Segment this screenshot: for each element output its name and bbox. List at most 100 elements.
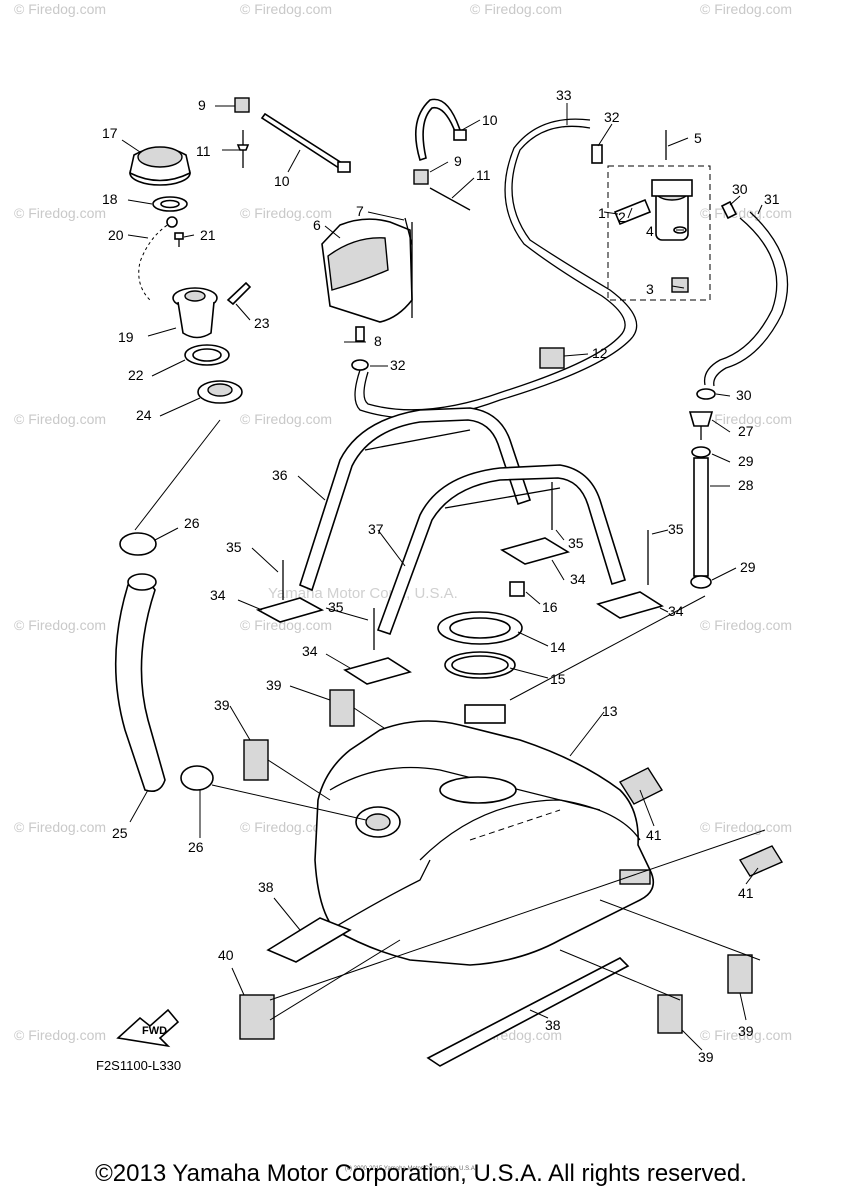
tank-strap xyxy=(376,464,627,636)
callout-40: 40 xyxy=(218,947,234,963)
callout-32: 32 xyxy=(390,357,406,373)
callout-23: 23 xyxy=(254,315,270,331)
hose-clamp xyxy=(351,359,369,371)
callout-27: 27 xyxy=(738,423,754,439)
filler-hose xyxy=(114,573,166,793)
callout-36: 36 xyxy=(272,467,288,483)
hose-clamp xyxy=(119,532,157,556)
pad xyxy=(239,994,275,1040)
callout-39: 39 xyxy=(214,697,230,713)
callout-1: 1 xyxy=(598,205,606,221)
callout-38: 38 xyxy=(258,879,274,895)
callout-7: 7 xyxy=(356,203,364,219)
callout-labels: 1 2 3 4 5 6 7 8 9 9 10 10 11 11 12 13 14… xyxy=(102,87,780,1065)
callout-35: 35 xyxy=(568,535,584,551)
callout-41: 41 xyxy=(738,885,754,901)
callout-3: 3 xyxy=(646,281,654,297)
cable-clip xyxy=(413,169,429,185)
callout-9: 9 xyxy=(454,153,462,169)
callout-34: 34 xyxy=(302,643,318,659)
callout-13: 13 xyxy=(602,703,618,719)
callout-19: 19 xyxy=(118,329,134,345)
filler-nut xyxy=(197,380,243,404)
watermark: © Firedog.com xyxy=(14,1,106,17)
callout-34: 34 xyxy=(570,571,586,587)
forward-label: FWD xyxy=(142,1025,167,1037)
watermark: © Firedog.com xyxy=(14,411,106,427)
grommet xyxy=(355,326,365,342)
tank-gasket xyxy=(444,651,516,679)
callout-16: 16 xyxy=(542,599,558,615)
fuel-filter xyxy=(651,179,693,241)
vent-fitting xyxy=(226,281,252,306)
strap-bracket xyxy=(596,591,664,619)
tank-strap xyxy=(299,407,532,592)
nut xyxy=(509,581,525,597)
callout-21: 21 xyxy=(200,227,216,243)
hose-clamp xyxy=(691,446,711,458)
callout-18: 18 xyxy=(102,191,118,207)
cable-tie xyxy=(260,112,351,173)
strap-bracket xyxy=(255,597,325,623)
strip xyxy=(426,957,630,1067)
filler-gasket xyxy=(184,344,230,366)
callout-2: 2 xyxy=(618,209,626,225)
pad xyxy=(727,954,753,994)
callout-37: 37 xyxy=(368,521,384,537)
sensor xyxy=(464,704,506,724)
watermark-ghost: Yamaha Motor Corp., U.S.A. xyxy=(268,585,458,602)
retainer-ring xyxy=(437,611,523,645)
callout-39: 39 xyxy=(698,1049,714,1065)
strip xyxy=(266,917,352,963)
callout-29: 29 xyxy=(740,559,756,575)
callout-32: 32 xyxy=(604,109,620,125)
copyright-notice: ©2013 Yamaha Motor Corporation, U.S.A. A… xyxy=(95,1160,747,1187)
pad xyxy=(618,767,664,805)
callout-4: 4 xyxy=(646,223,654,239)
callout-35: 35 xyxy=(328,599,344,615)
check-valve xyxy=(688,411,714,440)
callout-30: 30 xyxy=(732,181,748,197)
filter-cup xyxy=(671,277,689,293)
callout-28: 28 xyxy=(738,477,754,493)
hose-clamp xyxy=(690,575,712,589)
control-box xyxy=(321,218,413,323)
filter-bracket xyxy=(613,198,652,226)
fuel-hose xyxy=(703,211,789,387)
fuel-hose xyxy=(693,457,709,577)
callout-14: 14 xyxy=(550,639,566,655)
callout-5: 5 xyxy=(694,130,702,146)
callout-35: 35 xyxy=(668,521,684,537)
callout-34: 34 xyxy=(668,603,684,619)
callout-9: 9 xyxy=(198,97,206,113)
watermark: © Firedog.com xyxy=(240,205,332,221)
pad xyxy=(243,739,269,781)
callout-22: 22 xyxy=(128,367,144,383)
hose-clamp xyxy=(696,388,716,400)
watermark: © Firedog.com xyxy=(700,205,792,221)
callout-24: 24 xyxy=(136,407,152,423)
watermark: © Firedog.com xyxy=(240,1,332,17)
callout-39: 39 xyxy=(738,1023,754,1039)
watermark: © Firedog.com xyxy=(14,819,106,835)
watermark: © Firedog.com xyxy=(14,617,106,633)
screw xyxy=(174,232,184,247)
callout-11: 11 xyxy=(196,143,211,159)
callout-29: 29 xyxy=(738,453,754,469)
callout-26: 26 xyxy=(184,515,200,531)
fuel-tank xyxy=(314,720,655,966)
callout-12: 12 xyxy=(592,345,608,361)
cap-gasket xyxy=(152,196,188,212)
pad xyxy=(738,845,784,877)
callout-8: 8 xyxy=(374,333,382,349)
cable-tie-loop xyxy=(414,98,467,162)
callout-31: 31 xyxy=(764,191,780,207)
callout-33: 33 xyxy=(556,87,572,103)
fuel-cap xyxy=(129,146,191,186)
hose-holder xyxy=(539,347,565,369)
callout-26: 26 xyxy=(188,839,204,855)
callout-20: 20 xyxy=(108,227,124,243)
strap-bracket xyxy=(343,657,412,685)
cap-strap xyxy=(138,216,178,301)
fuel-filter-group-box xyxy=(607,165,711,301)
